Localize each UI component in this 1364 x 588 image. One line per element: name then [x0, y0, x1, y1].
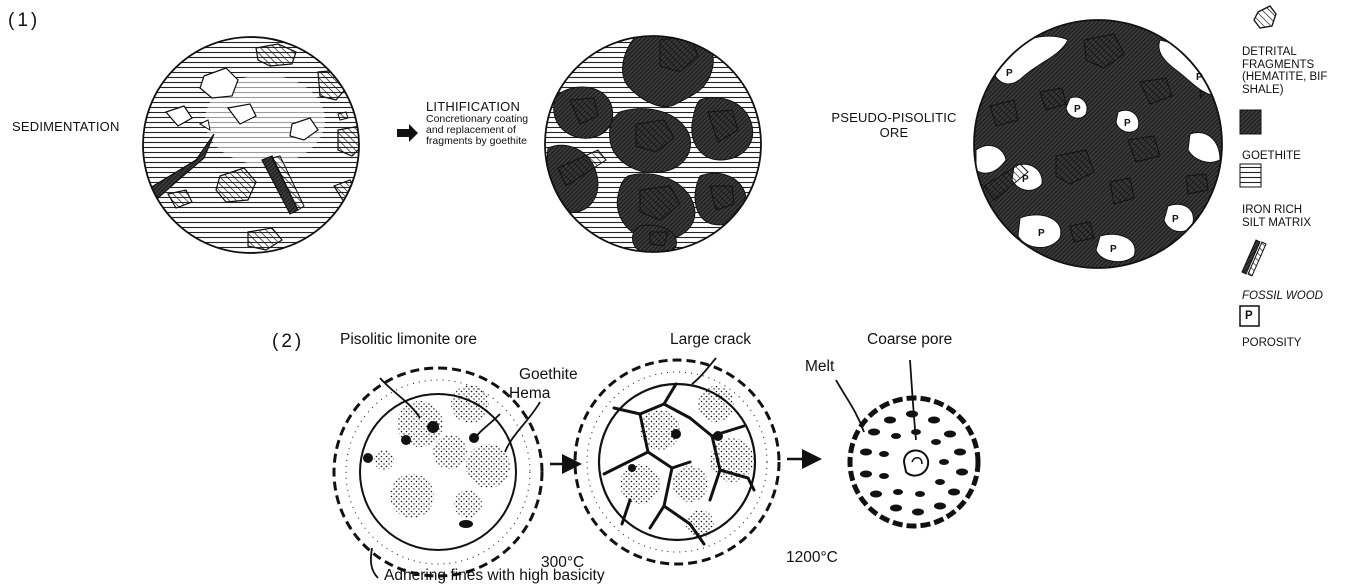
legend-goethite-label: GOETHITE: [1242, 150, 1301, 163]
pore-marker: P: [1006, 68, 1013, 79]
legend-goethite-symbol: [1240, 110, 1261, 134]
legend-porosity-symbol: P: [1245, 310, 1253, 323]
sedimentation-circle: [140, 35, 370, 265]
goethite-label: Goethite: [519, 366, 578, 384]
pore-marker: P: [1074, 104, 1081, 115]
legend-silt-label: IRON RICH SILT MATRIX: [1242, 204, 1311, 229]
legend-fossil-wood-label: FOSSIL WOOD: [1242, 290, 1323, 303]
section-1-label: (1): [8, 10, 40, 32]
pore-marker: P: [1124, 118, 1131, 129]
pseudo-pisolitic-circle: [970, 16, 1226, 272]
coarse-pore-label: Coarse pore: [867, 331, 952, 349]
pore-marker: P: [1038, 228, 1045, 239]
arrow-1: [397, 124, 418, 142]
pellet-1200c: [575, 360, 779, 564]
melt-label: Melt: [805, 358, 834, 376]
pore-marker: P: [1196, 72, 1203, 83]
pore-marker: P: [1022, 174, 1029, 185]
lithification-circle: [540, 23, 770, 260]
pseudo-pisolitic-label: PSEUDO-PISOLITIC ORE: [814, 110, 974, 140]
legend-detrital-label: DETRITAL FRAGMENTS (HEMATITE, BIF SHALE): [1242, 46, 1327, 96]
legend-porosity-label: POROSITY: [1242, 337, 1301, 350]
large-crack-label: Large crack: [670, 331, 751, 349]
pore-marker: P: [1199, 90, 1206, 101]
adhering-fines-label: Adhering fines with high basicity: [384, 567, 605, 585]
lithification-description: Concretionary coating and replacement of…: [426, 114, 528, 147]
temp-1200c-label: 1200°C: [786, 549, 838, 567]
section-2-label: (2): [272, 331, 304, 353]
lithification-title: LITHIFICATION: [426, 99, 520, 114]
legend-fossil-wood-symbol: [1242, 240, 1266, 276]
pore-marker: P: [1110, 244, 1117, 255]
pore-marker: P: [1172, 214, 1179, 225]
legend-silt-symbol: [1240, 164, 1261, 187]
sedimentation-label: SEDIMENTATION: [12, 119, 120, 134]
hema-label: Hema: [509, 385, 550, 403]
legend-detrital-symbol: [1254, 6, 1276, 28]
pisolitic-limonite-label: Pisolitic limonite ore: [340, 331, 477, 349]
